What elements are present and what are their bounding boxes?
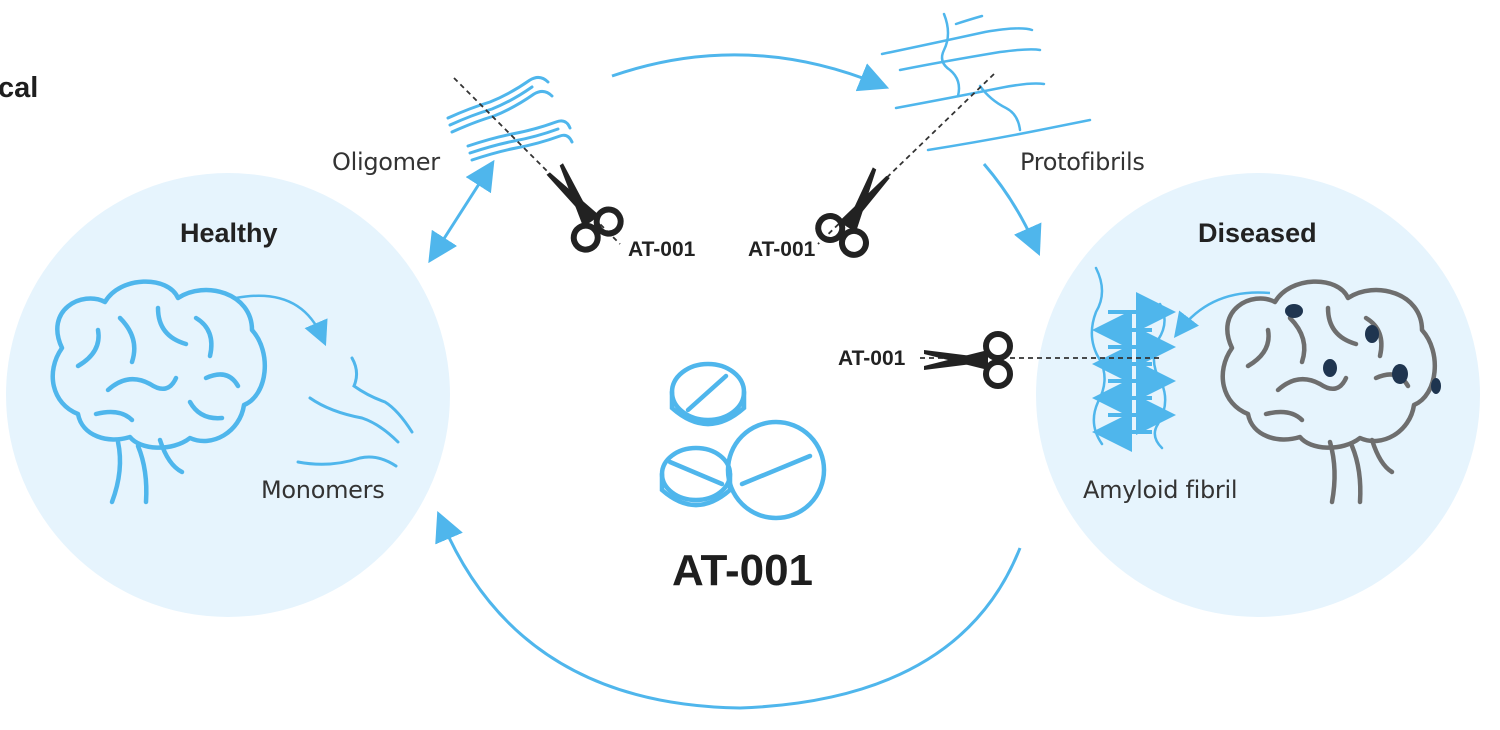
arrow-healthy-internal bbox=[235, 294, 328, 347]
scissors-label-fibril: AT-001 bbox=[838, 347, 906, 370]
diseased-circle bbox=[1036, 173, 1480, 617]
arrow-return-to-healthy bbox=[435, 510, 1022, 710]
oligomer-label: Oligomer bbox=[332, 148, 440, 176]
drug-name-label: AT-001 bbox=[672, 546, 814, 595]
arrow-healthy-oligomer bbox=[428, 159, 495, 264]
healthy-label: Healthy bbox=[180, 218, 278, 248]
oligomer-icon bbox=[446, 75, 574, 162]
healthy-circle bbox=[6, 173, 450, 617]
protofibrils-label: Protofibrils bbox=[1020, 148, 1145, 176]
diseased-label: Diseased bbox=[1198, 218, 1317, 248]
arrow-diseased-internal bbox=[1173, 291, 1271, 338]
pills-icon bbox=[659, 361, 827, 521]
arrow-oligomer-to-protofibrils bbox=[611, 53, 890, 92]
clipped-left-text: cal bbox=[0, 72, 39, 104]
monomer-icon bbox=[296, 356, 414, 468]
scissors-label-oligomer: AT-001 bbox=[628, 238, 696, 261]
amyloid-fibril-icon bbox=[1090, 266, 1176, 452]
arrow-protofibrils-to-diseased bbox=[982, 163, 1042, 256]
scissors-icon bbox=[815, 167, 890, 258]
diseased-brain-icon bbox=[1220, 279, 1441, 505]
scissors-icon bbox=[546, 163, 624, 253]
amyloid-fibril-label: Amyloid fibril bbox=[1083, 476, 1238, 504]
brain-icon bbox=[50, 279, 267, 505]
protofibril-icon bbox=[880, 12, 1092, 152]
scissors-label-protofibrils: AT-001 bbox=[748, 238, 816, 261]
scissors-icon bbox=[924, 331, 1013, 389]
monomers-label: Monomers bbox=[261, 476, 385, 504]
